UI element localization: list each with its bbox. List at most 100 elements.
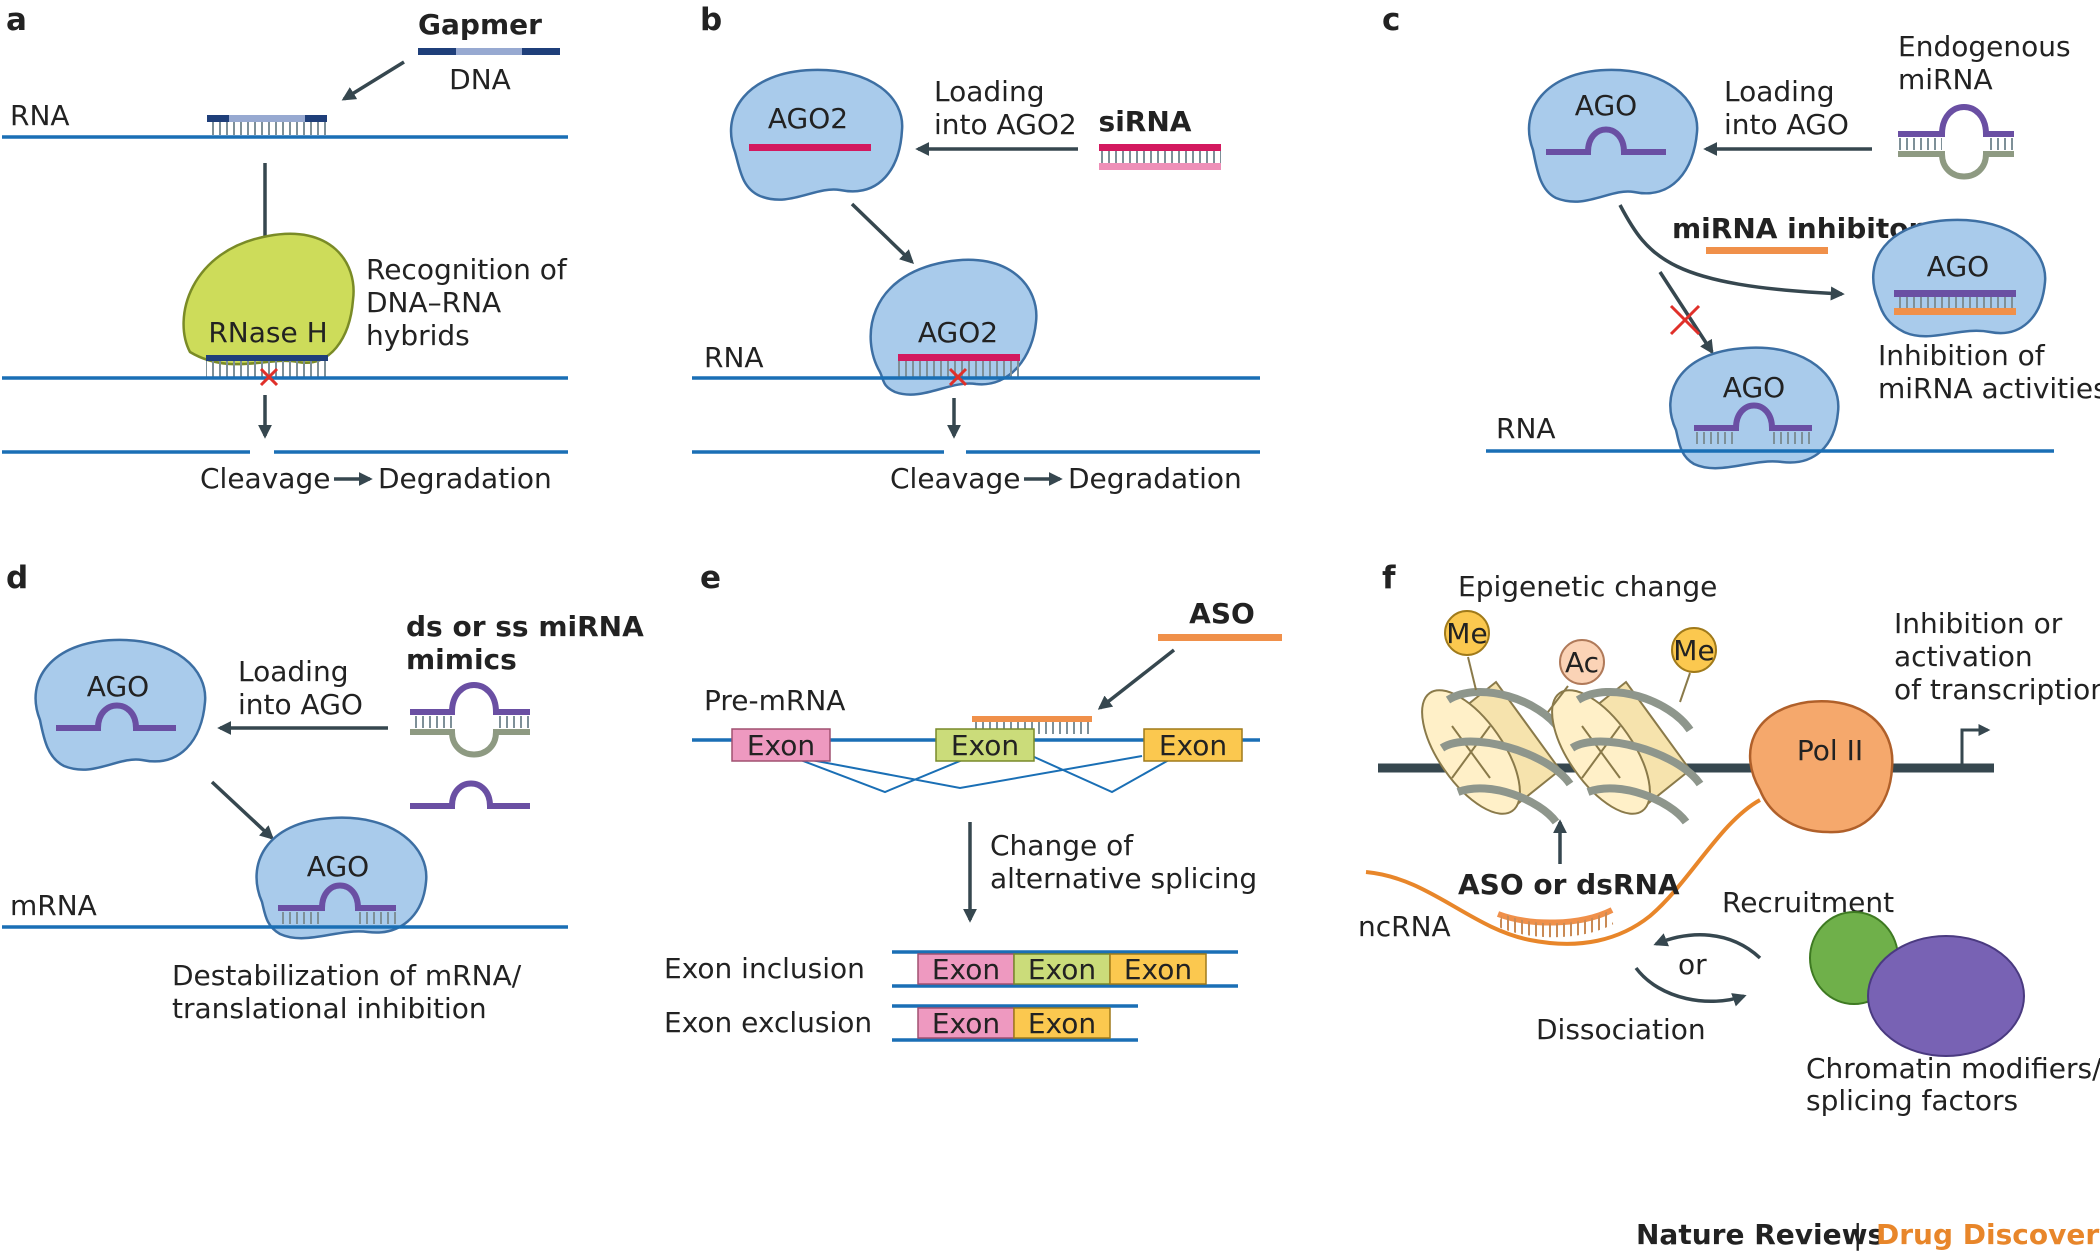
cleavage-cross — [259, 367, 279, 387]
ago-label: AGO — [1927, 250, 1989, 283]
svg-text:of transcription: of transcription — [1894, 673, 2100, 706]
svg-text:Me: Me — [1673, 634, 1714, 667]
change-text: Change of alternative splicing — [990, 829, 1257, 895]
loaded-mirna — [56, 702, 176, 731]
mrna-label: mRNA — [10, 889, 97, 922]
svg-text:Endogenous: Endogenous — [1898, 30, 2071, 63]
svg-text:Exon: Exon — [1028, 1007, 1096, 1040]
svg-text:Destabilization of mRNA/: Destabilization of mRNA/ — [172, 959, 522, 992]
aso-label: ASO — [1189, 597, 1255, 630]
pol-ii — [1748, 699, 1894, 834]
svg-text:Loading: Loading — [1724, 75, 1834, 108]
ncrna-label: ncRNA — [1358, 910, 1451, 943]
svg-text:DNA–RNA: DNA–RNA — [366, 286, 501, 319]
panel-d-label: d — [6, 560, 28, 596]
ago-label: AGO — [1723, 371, 1785, 404]
hybrid-dna — [206, 355, 328, 361]
loading-text: Loading into AGO — [1724, 75, 1849, 141]
ago-label: AGO — [1575, 89, 1637, 122]
endogenous-text: Endogenous miRNA — [1898, 30, 2071, 96]
panel-e-label: e — [700, 560, 721, 596]
aso-binding-arrow — [1097, 648, 1176, 710]
gapmer-hybrid — [207, 115, 327, 135]
exclusion-transcript: Exon Exon — [917, 1007, 1111, 1040]
loaded-sirna-strand — [749, 144, 871, 151]
panel-d: d AGO Loading into AGO ds or ss miRNA mi… — [2, 560, 644, 1025]
epigenetic-change-label: Epigenetic change — [1458, 570, 1717, 603]
hybrid-basepairs — [206, 361, 328, 377]
panel-f-label: f — [1382, 560, 1396, 596]
acetyl-mark — [1559, 639, 1605, 685]
svg-text:splicing factors: splicing factors — [1806, 1084, 2018, 1117]
blocked-arrow — [1658, 271, 1714, 355]
exon-1: Exon — [731, 728, 831, 762]
svg-text:ds or ss miRNA: ds or ss miRNA — [406, 610, 644, 643]
svg-text:Exon: Exon — [951, 729, 1019, 762]
cleavage-cross — [948, 367, 968, 387]
methyl-mark — [1444, 610, 1490, 656]
svg-text:Loading: Loading — [934, 75, 1044, 108]
rna-label: RNA — [10, 99, 70, 132]
sirna-label: siRNA — [1099, 105, 1192, 138]
svg-text:Loading: Loading — [238, 655, 348, 688]
svg-text:Exon: Exon — [932, 953, 1000, 986]
bound-aso — [972, 716, 1092, 722]
dna-label: DNA — [449, 63, 511, 96]
recognition-text: Recognition of DNA–RNA hybrids — [366, 253, 568, 352]
svg-text:activation: activation — [1894, 640, 2033, 673]
svg-text:Exon: Exon — [1124, 953, 1192, 986]
dissociation-label: Dissociation — [1536, 1013, 1706, 1046]
splice-junction — [789, 755, 973, 794]
panel-b: b AGO2 Loading into AGO2 siRNA AGO2 RNA … — [692, 2, 1260, 495]
chromatin-modifier — [1867, 935, 2025, 1057]
bound-inhibitor — [1894, 308, 2016, 315]
panel-e: e ASO Pre-mRNA Exon Exon Exon Change of … — [664, 560, 1282, 1042]
svg-text:miRNA: miRNA — [1898, 63, 1993, 96]
svg-text:Recognition of: Recognition of — [366, 253, 568, 286]
ago2-label: AGO2 — [918, 316, 998, 349]
transcription-text: Inhibition or activation of transcriptio… — [1894, 607, 2100, 706]
guide-strand — [898, 354, 1020, 361]
panel-c-label: c — [1382, 2, 1400, 38]
nucleosome — [1421, 680, 1574, 825]
diagonal-arrow — [210, 780, 275, 840]
mimics-text: ds or ss miRNA mimics — [406, 610, 644, 676]
gapmer-dna-strand — [418, 48, 560, 55]
panel-a-label: a — [6, 2, 27, 38]
panel-b-label: b — [700, 2, 722, 38]
exon-3: Exon — [1143, 728, 1243, 762]
sirna-duplex — [1099, 144, 1221, 170]
methyl-mark — [1671, 627, 1717, 673]
mirna-inhibitor-label: miRNA inhibitor — [1672, 212, 1923, 245]
modifiers-text: Chromatin modifiers/ splicing factors — [1806, 1052, 2100, 1117]
loading-text: Loading into AGO — [238, 655, 363, 721]
blocked-cross — [1669, 304, 1701, 336]
panel-c: c AGO Loading into AGO Endogenous miRNA … — [1382, 2, 2100, 470]
target-mirna — [278, 882, 396, 911]
svg-text:mimics: mimics — [406, 643, 517, 676]
dissociation-arrow — [1634, 966, 1747, 1007]
inhibitor-oligo — [1706, 247, 1828, 254]
nucleosome — [1551, 680, 1704, 825]
ago-protein — [1527, 68, 1699, 203]
svg-text:translational inhibition: translational inhibition — [172, 992, 487, 1025]
skip-junction — [789, 755, 1143, 790]
svg-text:Inhibition or: Inhibition or — [1894, 607, 2063, 640]
ago2-label: AGO2 — [768, 102, 848, 135]
journal-footer: Nature Reviews | Drug Discovery — [1636, 1218, 2100, 1251]
svg-text:into AGO: into AGO — [238, 688, 363, 721]
degradation-label: Degradation — [378, 462, 552, 495]
degradation-label: Degradation — [1068, 462, 1242, 495]
exon-exclusion-label: Exon exclusion — [664, 1006, 872, 1039]
rna-label: RNA — [1496, 412, 1556, 445]
panel-f: f Epigenetic change Inhibition or activa… — [1358, 560, 2100, 1117]
svg-text:Me: Me — [1446, 617, 1487, 650]
svg-text:Exon: Exon — [1159, 729, 1227, 762]
panel-a: a Gapmer DNA RNA RNase H Recognition of — [2, 2, 568, 495]
splice-junction — [1031, 755, 1177, 794]
svg-text:Chromatin modifiers/: Chromatin modifiers/ — [1806, 1052, 2100, 1085]
loading-text: Loading into AGO2 — [934, 75, 1077, 141]
rna-label: RNA — [704, 341, 764, 374]
ago2-protein — [729, 68, 904, 201]
